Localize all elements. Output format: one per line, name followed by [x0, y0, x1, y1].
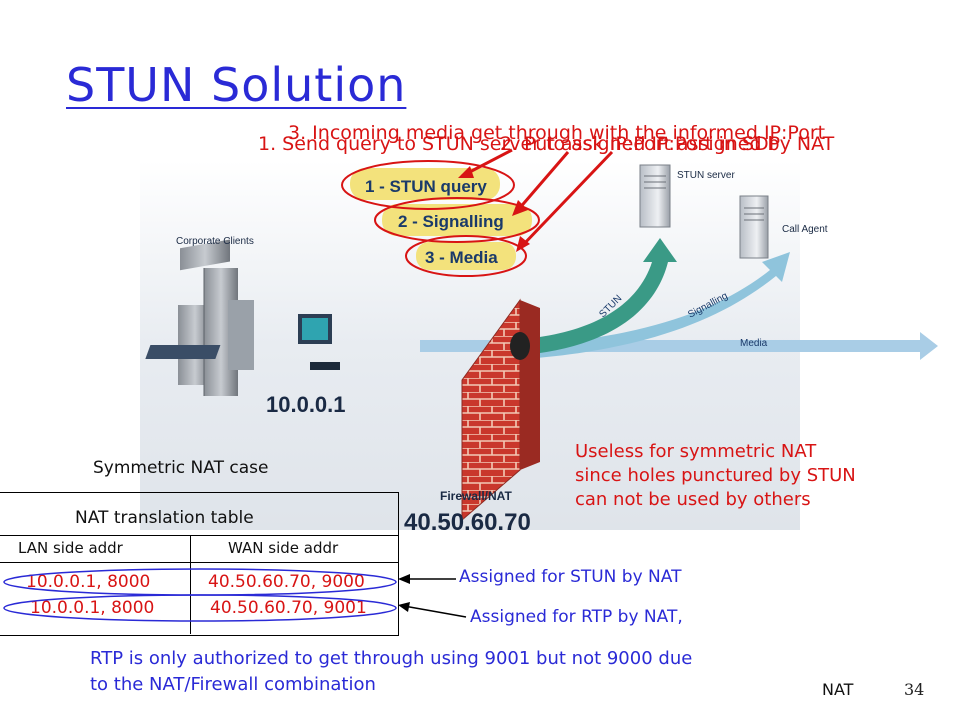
public-ip-label: 40.50.60.70	[404, 509, 531, 536]
slide-title: STUN Solution	[66, 58, 407, 112]
corporate-buildings-icon	[178, 239, 254, 396]
step-3-text: 3. Incoming media get through with the i…	[288, 122, 826, 144]
row-1-wan: 40.50.60.70, 9000	[208, 572, 365, 592]
legend: 1 - STUN query 2 - Signalling 3 - Media	[350, 168, 532, 270]
legend-media-text: 3 - Media	[425, 248, 498, 267]
client-ip-label: 10.0.0.1	[266, 392, 346, 417]
rtp-assign-pointer	[403, 605, 467, 618]
rtp-note-line-2: to the NAT/Firewall combination	[90, 674, 376, 695]
stun-server-label: STUN server	[677, 170, 735, 181]
row-2-wan: 40.50.60.70, 9001	[210, 598, 367, 618]
table-title: NAT translation table	[75, 508, 254, 528]
legend-signalling-text: 2 - Signalling	[398, 212, 504, 231]
step-2-text: 2. Put assigned IP:Port in SDP	[500, 133, 781, 155]
column-divider	[190, 535, 191, 634]
legend-media	[416, 242, 516, 270]
media-highlight	[405, 235, 527, 277]
row-2-highlight	[3, 594, 397, 622]
table-frame	[0, 492, 399, 636]
stun-query-highlight	[341, 160, 515, 210]
signalling-highlight	[374, 197, 540, 243]
row-highlights	[3, 568, 397, 622]
footer-label: NAT	[822, 680, 854, 699]
page-number: 34	[904, 680, 925, 699]
client-pc-icon	[145, 314, 340, 370]
rtp-note: RTP is only authorized to get through us…	[90, 646, 692, 698]
assigned-stun-label: Assigned for STUN by NAT	[459, 567, 682, 587]
media-arrow: Media	[420, 332, 938, 360]
assigned-rtp-label: Assigned for RTP by NAT,	[470, 607, 683, 627]
firewall-icon	[461, 298, 540, 522]
note-line-3: can not be used by others	[575, 489, 811, 510]
firewall-label: Firewall/NAT	[440, 489, 512, 503]
media-arrow-label: Media	[740, 338, 768, 349]
step3-pointer	[520, 150, 614, 248]
stun-server-icon	[639, 164, 671, 228]
note-line-2: since holes punctured by STUN	[575, 465, 856, 486]
symmetric-nat-note: Useless for symmetric NAT since holes pu…	[575, 440, 856, 512]
legend-signalling	[382, 204, 532, 236]
call-agent-label: Call Agent	[782, 224, 828, 235]
row-2-lan: 10.0.0.1, 8000	[30, 598, 155, 618]
header-divider	[0, 535, 398, 536]
lan-column-header: LAN side addr	[18, 539, 123, 557]
legend-stun-query-text: 1 - STUN query	[365, 177, 487, 196]
column-header-divider	[0, 562, 398, 563]
rtp-note-line-1: RTP is only authorized to get through us…	[90, 648, 693, 669]
step2-pointer	[516, 151, 570, 211]
nat-translation-table: NAT translation table LAN side addr WAN …	[0, 492, 400, 636]
row-1-lan: 10.0.0.1, 8000	[26, 572, 151, 592]
call-agent-icon	[739, 195, 769, 259]
symmetric-nat-case-label: Symmetric NAT case	[93, 458, 269, 478]
step-1-text: 1. Send query to STUN server to ask IP:P…	[258, 133, 835, 155]
row-1-highlight	[3, 568, 397, 596]
corporate-clients-label: Corporate Clients	[176, 236, 254, 247]
wan-column-header: WAN side addr	[228, 539, 339, 557]
stun-network-diagram: 1 - STUN query 2 - Signalling 3 - Media …	[140, 160, 938, 536]
note-line-1: Useless for symmetric NAT	[575, 441, 817, 462]
